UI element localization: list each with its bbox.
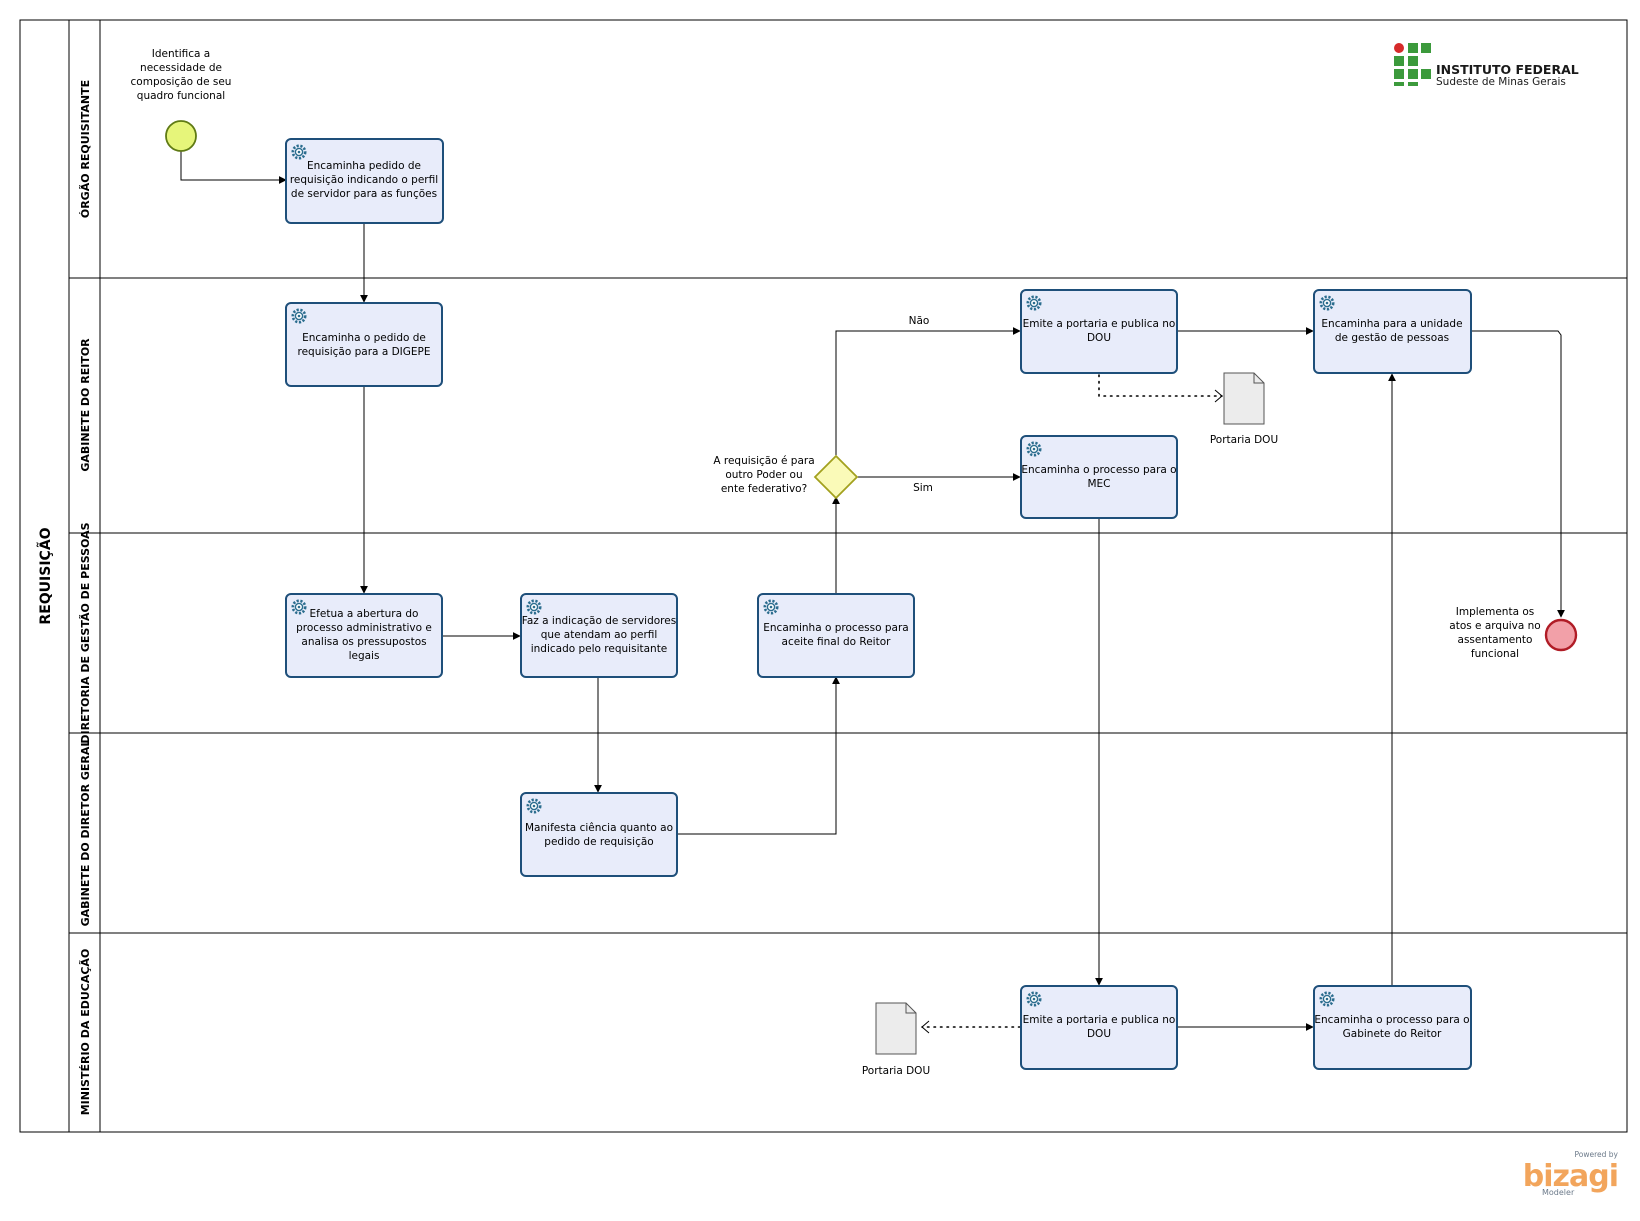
end-label-line-1: Implementa os [1456, 606, 1535, 618]
task-t4-line-1: Faz a indicação de servidores [522, 615, 676, 627]
task-t11-line-2: Gabinete do Reitor [1343, 1028, 1442, 1040]
task-t1[interactable]: Encaminha pedido de requisição indicando… [285, 138, 444, 224]
end-event-label: Implementa os atos e arquiva no assentam… [1449, 606, 1540, 660]
gateway-label-line-2: outro Poder ou [725, 469, 802, 481]
end-label-line-3: assentamento [1458, 634, 1533, 646]
task-t8[interactable]: Encaminha para a unidade de gestão de pe… [1313, 289, 1472, 374]
logo-red-dot [1394, 43, 1404, 53]
task-t10-line-2: DOU [1087, 1028, 1111, 1040]
lane-label-diretoria-gestao-pessoas: DIRETORIA DE GESTÃO DE PESSOAS [79, 522, 92, 743]
sequence-flows [180, 151, 1565, 1034]
start-label-line-2: necessidade de [140, 62, 222, 74]
flow-t5-to-t6 [677, 676, 840, 835]
flow-gateway-no-to-t7 [835, 327, 1021, 455]
bizagi-branding: Powered by bizagi Modeler [1523, 1150, 1619, 1197]
start-event[interactable] [165, 120, 197, 152]
pool-label: REQUISIÇÃO [37, 527, 54, 624]
task-t9[interactable]: Encaminha o processo para o MEC [1020, 435, 1178, 519]
lane-label-ministerio-educacao: MINISTÉRIO DA EDUCAÇÃO [79, 949, 92, 1116]
start-label-line-1: Identifica a [152, 48, 211, 60]
lane-label-gabinete-reitor: GABINETE DO REITOR [79, 338, 92, 472]
task-t3-line-3: analisa os pressupostos [301, 636, 426, 648]
task-t7-line-2: DOU [1087, 332, 1111, 344]
task-t3[interactable]: Efetua a abertura do processo administra… [285, 593, 443, 678]
task-t4[interactable]: Faz a indicação de servidores que atenda… [520, 593, 678, 678]
start-label-line-3: composição de seu [131, 76, 232, 88]
flow-label-sim: Sim [913, 482, 933, 494]
association-arrowhead-doc2 [921, 1020, 930, 1034]
pool: REQUISIÇÃO [19, 19, 1628, 1133]
flow-label-nao: Não [909, 315, 930, 327]
gateway-label: A requisição é para outro Poder ou ente … [713, 455, 814, 495]
lane-labels: ÓRGÃO REQUISITANTE GABINETE DO REITOR DI… [79, 80, 92, 1115]
end-event[interactable] [1544, 618, 1578, 652]
task-t10[interactable]: Emite a portaria e publica no DOU [1020, 985, 1178, 1070]
task-t2-line-1: Encaminha o pedido de [302, 332, 426, 344]
task-t5-line-1: Manifesta ciência quanto ao [525, 822, 673, 834]
task-t7[interactable]: Emite a portaria e publica no DOU [1020, 289, 1178, 374]
gateway-label-line-1: A requisição é para [713, 455, 814, 467]
task-t1-line-3: de servidor para as funções [291, 188, 437, 200]
brand-product: Modeler [1542, 1188, 1575, 1197]
start-label-line-4: quadro funcional [137, 90, 225, 102]
task-t4-line-3: indicado pelo requisitante [531, 643, 668, 655]
document-portaria-dou-1[interactable] [1223, 372, 1265, 425]
task-t10-line-1: Emite a portaria e publica no [1023, 1014, 1176, 1026]
task-t9-line-1: Encaminha o processo para o [1021, 464, 1176, 476]
task-t4-line-2: que atendam ao perfil [541, 629, 658, 641]
document-portaria-dou-2[interactable] [875, 1002, 917, 1055]
task-t8-line-1: Encaminha para a unidade [1321, 318, 1462, 330]
task-t7-line-1: Emite a portaria e publica no [1023, 318, 1176, 330]
document-label-2: Portaria DOU [862, 1065, 930, 1077]
task-t5[interactable]: Manifesta ciência quanto ao pedido de re… [520, 792, 678, 877]
end-label-line-2: atos e arquiva no [1449, 620, 1540, 632]
task-t9-line-2: MEC [1087, 478, 1110, 490]
task-t3-line-4: legais [349, 650, 380, 662]
exclusive-gateway[interactable] [813, 454, 859, 500]
end-label-line-4: funcional [1471, 648, 1519, 660]
lane-label-gabinete-diretor-geral: GABINETE DO DIRETOR GERAL [79, 740, 92, 927]
task-t11[interactable]: Encaminha o processo para o Gabinete do … [1313, 985, 1472, 1070]
task-t6-line-2: aceite final do Reitor [782, 636, 892, 648]
task-t11-line-1: Encaminha o processo para o [1314, 1014, 1469, 1026]
lane-label-orgao-requisitante: ÓRGÃO REQUISITANTE [79, 80, 92, 218]
gateway-label-line-3: ente federativo? [721, 483, 807, 495]
document-label-1: Portaria DOU [1210, 434, 1278, 446]
task-t2[interactable]: Encaminha o pedido de requisição para a … [285, 302, 443, 387]
task-t3-line-1: Efetua a abertura do [310, 608, 419, 620]
logo-title: INSTITUTO FEDERAL [1436, 62, 1579, 77]
task-t3-line-2: processo administrativo e [296, 622, 432, 634]
instituto-federal-logo: INSTITUTO FEDERAL Sudeste de Minas Gerai… [1394, 43, 1579, 88]
flow-t8-to-end [1472, 330, 1565, 618]
logo-subtitle: Sudeste de Minas Gerais [1436, 76, 1566, 88]
association-arrowhead-doc1 [1214, 389, 1223, 403]
brand-name: bizagi [1523, 1159, 1618, 1194]
task-t1-line-2: requisição indicando o perfil [290, 174, 438, 186]
start-event-label: Identifica a necessidade de composição d… [131, 48, 232, 102]
flow-start-to-t1 [180, 151, 287, 184]
brand-powered-by: Powered by [1575, 1150, 1619, 1159]
association-t7-to-doc1 [1098, 374, 1223, 397]
task-t8-line-2: de gestão de pessoas [1335, 332, 1449, 344]
task-t5-line-2: pedido de requisição [544, 836, 653, 848]
task-t6-line-1: Encaminha o processo para [763, 622, 908, 634]
task-t1-line-1: Encaminha pedido de [307, 160, 421, 172]
task-t2-line-2: requisição para a DIGEPE [297, 346, 430, 358]
task-t6[interactable]: Encaminha o processo para aceite final d… [757, 593, 915, 678]
